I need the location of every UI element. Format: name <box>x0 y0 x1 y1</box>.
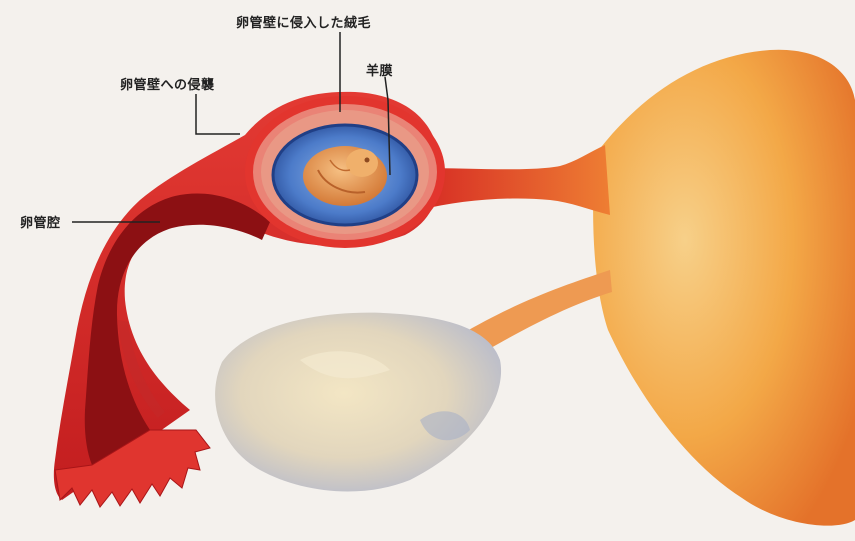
embryo <box>303 146 387 206</box>
label-villi-invading-tube-wall: 卵管壁に侵入した絨毛 <box>236 12 371 31</box>
label-amnion: 羊膜 <box>366 60 393 79</box>
ovary <box>215 313 501 492</box>
label-tubal-lumen: 卵管腔 <box>20 212 61 231</box>
tube-isthmus <box>420 145 610 215</box>
label-invasion-into-tube-wall: 卵管壁への侵襲 <box>120 74 215 93</box>
uterus <box>593 50 855 526</box>
